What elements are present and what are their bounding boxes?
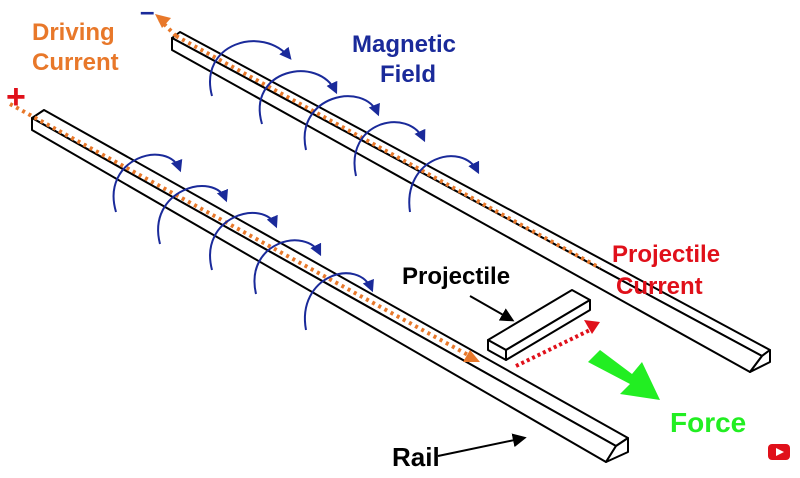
rail-pointer (437, 433, 527, 457)
minus-sign: – (140, 0, 154, 26)
force-label: Force (670, 407, 746, 438)
driving-current-label-line1: Driving (32, 19, 115, 46)
magnetic-field-loops-lower (112, 153, 374, 331)
projectile-pointer (469, 295, 515, 322)
force-arrow (588, 350, 660, 400)
rail-label: Rail (392, 442, 440, 472)
plus-sign: + (6, 78, 26, 116)
magnetic-field-label-line1: Magnetic (352, 31, 456, 58)
driving-current-label-line2: Current (32, 49, 119, 76)
upper-rail (171, 31, 771, 373)
driving-current-lower (9, 102, 480, 362)
magnetic-field-loops-upper (209, 40, 480, 213)
projectile-current (515, 320, 600, 368)
projectile-current-arrowhead (584, 320, 600, 334)
driving-current-upper (155, 14, 601, 270)
magnetic-field-label-line2: Field (380, 61, 436, 88)
driving-current-arrowhead-upper (155, 14, 171, 28)
youtube-play-icon (768, 444, 790, 460)
driving-current-arrowhead-lower (463, 350, 480, 362)
projectile-label: Projectile (402, 263, 510, 290)
projectile-block (487, 289, 591, 361)
projectile-current-label-line2: Current (616, 273, 703, 300)
projectile-current-label-line1: Projectile (612, 241, 720, 268)
lower-rail (31, 109, 629, 463)
